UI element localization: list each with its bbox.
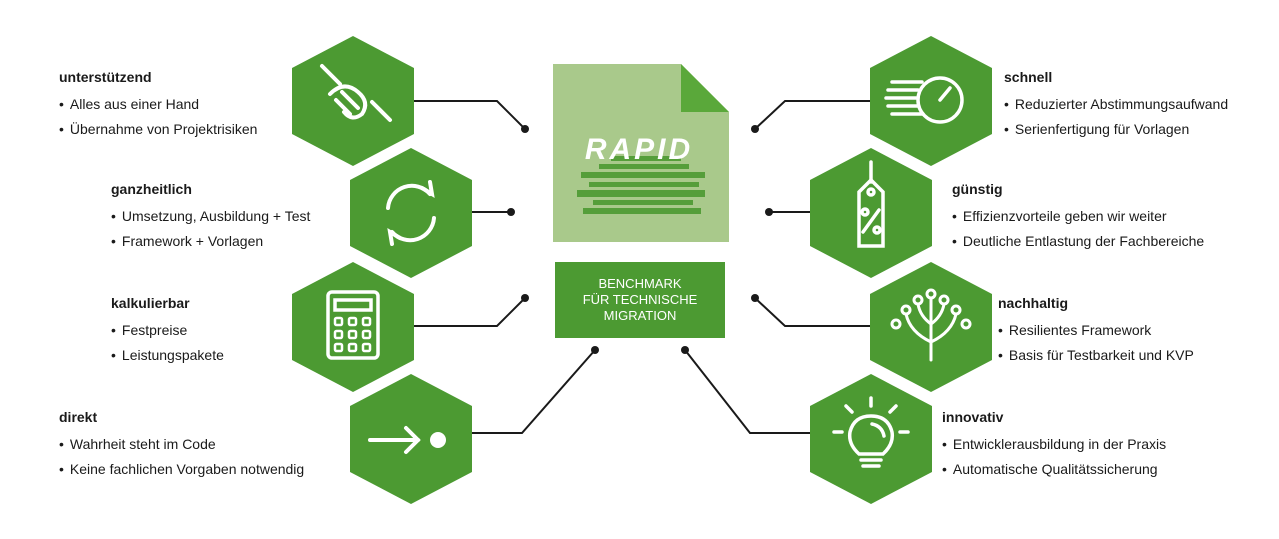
feature-bullet: Wahrheit steht im Code — [59, 432, 379, 457]
feature-title: ganzheitlich — [111, 181, 192, 197]
feature-bullet: Resilientes Framework — [998, 318, 1268, 343]
connector-innovativ — [684, 349, 810, 434]
tree-network-icon — [890, 288, 972, 362]
feature-ganzheitlich: ganzheitlich Umsetzung, Ausbildung + Tes… — [111, 180, 431, 254]
connector-dot — [591, 346, 599, 354]
connector-dot — [751, 125, 759, 133]
feature-innovativ: innovativ Entwicklerausbildung in der Pr… — [942, 408, 1262, 482]
feature-bullet: Framework + Vorlagen — [111, 229, 431, 254]
feature-unterstuetzend: unterstützend Alles aus einer Hand Übern… — [59, 68, 379, 142]
feature-title: innovativ — [942, 409, 1004, 425]
feature-bullet: Serienfertigung für Vorlagen — [1004, 117, 1274, 142]
connector-dot — [751, 294, 759, 302]
feature-guenstig: günstig Effizienzvorteile geben wir weit… — [952, 180, 1272, 254]
hex-innovativ — [810, 374, 932, 504]
connector-unterstuetzend — [412, 100, 526, 130]
feature-kalkulierbar: kalkulierbar Festpreise Leistungspakete — [111, 294, 431, 368]
feature-nachhaltig: nachhaltig Resilientes Framework Basis f… — [998, 294, 1268, 368]
feature-title: nachhaltig — [998, 295, 1069, 311]
feature-bullet: Leistungspakete — [111, 343, 431, 368]
feature-title: unterstützend — [59, 69, 152, 85]
feature-title: günstig — [952, 181, 1003, 197]
hex-schnell — [870, 36, 992, 166]
feature-bullet: Reduzierter Abstimmungsaufwand — [1004, 92, 1274, 117]
speedometer-icon — [884, 76, 964, 124]
rapid-logo-text: RAPID — [585, 133, 693, 166]
feature-bullet: Effizienzvorteile geben wir weiter — [952, 204, 1272, 229]
rapid-document-logo: RAPID — [553, 64, 729, 242]
feature-bullet: Deutliche Entlastung der Fachbereiche — [952, 229, 1272, 254]
connector-direkt — [472, 349, 596, 434]
feature-bullet: Automatische Qualitätssicherung — [942, 457, 1262, 482]
feature-bullet: Umsetzung, Ausbildung + Test — [111, 204, 431, 229]
feature-title: schnell — [1004, 69, 1053, 85]
feature-title: kalkulierbar — [111, 295, 190, 311]
connector-dot — [521, 125, 529, 133]
connector-dot — [765, 208, 773, 216]
connector-kalkulierbar — [413, 297, 526, 327]
feature-bullet: Festpreise — [111, 318, 431, 343]
feature-bullet: Entwicklerausbildung in der Praxis — [942, 432, 1262, 457]
benchmark-box: BENCHMARK FÜR TECHNISCHE MIGRATION — [555, 262, 725, 338]
feature-bullet: Übernahme von Projektrisiken — [59, 117, 379, 142]
connector-nachhaltig — [754, 297, 870, 327]
connector-schnell — [754, 100, 870, 130]
feature-direkt: direkt Wahrheit steht im Code Keine fach… — [59, 408, 379, 482]
feature-title: direkt — [59, 409, 98, 425]
light-bulb-icon — [832, 396, 910, 468]
connector-dot — [521, 294, 529, 302]
feature-bullet: Keine fachlichen Vorgaben notwendig — [59, 457, 379, 482]
hex-nachhaltig — [870, 262, 992, 392]
connector-dot — [681, 346, 689, 354]
feature-bullet: Basis für Testbarkeit und KVP — [998, 343, 1268, 368]
feature-schnell: schnell Reduzierter Abstimmungsaufwand S… — [1004, 68, 1274, 142]
hex-guenstig — [810, 148, 932, 278]
benchmark-label: BENCHMARK FÜR TECHNISCHE MIGRATION — [582, 276, 698, 323]
hex-direkt — [350, 374, 472, 504]
feature-bullet: Alles aus einer Hand — [59, 92, 379, 117]
connector-dot — [507, 208, 515, 216]
price-tag-percent-icon — [857, 160, 885, 248]
